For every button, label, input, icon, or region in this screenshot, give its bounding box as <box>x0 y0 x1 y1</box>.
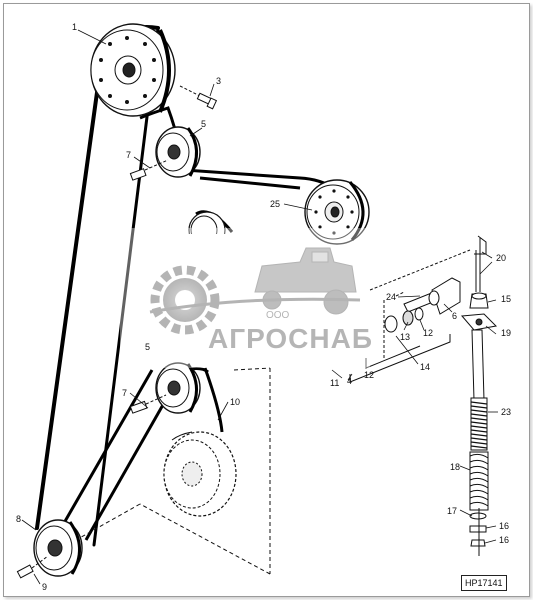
gearbox-pulley <box>163 431 237 517</box>
leader-lines <box>21 29 498 585</box>
callout-6: 6 <box>452 311 457 321</box>
callout-17: 17 <box>447 506 457 516</box>
watermark-small-text: ООО <box>266 310 290 321</box>
bolt-7-lower <box>129 394 167 414</box>
large-top-pulley <box>90 23 176 117</box>
callout-7-upper: 7 <box>126 150 131 160</box>
callout-labels: 1 3 5 7 25 20 24 15 6 19 12 13 14 11 4 1… <box>16 22 511 592</box>
callout-13: 13 <box>400 332 410 342</box>
lower-belt <box>58 367 224 541</box>
spring-18 <box>469 451 489 511</box>
bolt-7-upper <box>129 159 169 181</box>
idler-pulley-lower <box>155 362 201 414</box>
callout-7-lower: 7 <box>122 388 127 398</box>
callout-12-lower: 12 <box>364 370 374 380</box>
callout-15: 15 <box>501 294 511 304</box>
watermark-logo: ООО АГРОСНАБ <box>120 228 373 368</box>
callout-12-upper: 12 <box>423 328 433 338</box>
spring-23 <box>470 397 488 451</box>
pulley-25 <box>304 179 370 245</box>
drawing-code: HP17141 <box>461 575 507 591</box>
callout-11: 11 <box>330 378 339 388</box>
callout-5-lower: 5 <box>145 342 150 352</box>
callout-23: 23 <box>501 407 511 417</box>
bottom-drive-pulley <box>33 519 83 577</box>
callout-1: 1 <box>72 22 77 32</box>
callout-16-lower: 16 <box>499 535 509 545</box>
callout-9: 9 <box>42 582 47 592</box>
dashed-guides-lower <box>75 367 271 575</box>
callout-8: 8 <box>16 514 21 524</box>
callout-3: 3 <box>216 76 221 86</box>
bolt-9 <box>16 555 49 579</box>
callout-4: 4 <box>347 376 352 386</box>
diagram-frame <box>3 3 530 597</box>
callout-25: 25 <box>270 199 280 209</box>
callout-19: 19 <box>501 328 511 338</box>
callout-14: 14 <box>420 362 430 372</box>
watermark-brand-text: АГРОСНАБ <box>208 323 373 354</box>
callout-20: 20 <box>496 253 506 263</box>
pulley-holes <box>99 36 156 104</box>
idler-pulley-upper <box>155 126 201 178</box>
callout-16-upper: 16 <box>499 521 509 531</box>
callout-18: 18 <box>450 462 460 472</box>
partial-pulley-upper <box>186 211 246 264</box>
callout-10: 10 <box>230 397 240 407</box>
callout-5-upper: 5 <box>201 119 206 129</box>
pulley-25-holes <box>314 189 354 235</box>
tensioner-assembly <box>349 235 498 556</box>
callout-24: 24 <box>386 292 396 302</box>
bolt-3 <box>179 85 218 110</box>
